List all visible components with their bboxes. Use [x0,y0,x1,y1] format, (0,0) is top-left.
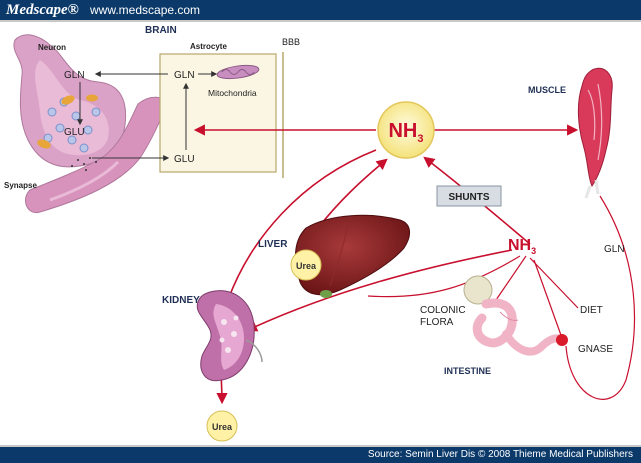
footer-bar: Source: Semin Liver Dis © 2008 Thieme Me… [0,447,641,463]
muscle-label: MUSCLE [528,85,566,95]
muscle-gln-loop [565,195,636,400]
colonic-label-line2: FLORA [420,317,454,328]
gnase-to-nh3-line [533,259,563,339]
mitochondria-label: Mitochondria [208,88,257,98]
medscape-logo[interactable]: Medscape® [6,2,79,18]
header-bar: Medscape® www.medscape.com [0,0,641,20]
nh3-gut-label: NH3 [508,237,536,256]
brain-label: BRAIN [145,25,177,36]
gut-to-liver-line-2 [367,255,521,298]
diet-to-nh3-line [529,257,579,309]
shunts-label: SHUNTS [448,192,489,203]
colonic-to-nh3-line [495,255,527,301]
header-divider [0,20,641,22]
source-credit: Source: Semin Liver Dis © 2008 Thieme Me… [367,449,633,460]
kidney-illustration [196,290,263,382]
site-url[interactable]: www.medscape.com [90,3,201,17]
neuron-glu-label: GLU [64,127,85,138]
neuron-label: Neuron [38,43,66,52]
nh3-central-circle [377,101,435,159]
synapse-label: Synapse [4,181,37,190]
astrocyte-glu-label: GLU [174,154,195,165]
diet-label: DIET [580,305,603,316]
liver-label: LIVER [258,239,288,250]
urea-liver-circle [290,249,322,281]
urea-kidney-label: Urea [212,422,233,432]
intestine-illustration [463,275,566,356]
gnase-marker [556,334,568,346]
ammonia-metabolism-diagram: BRAIN Neuron Astrocyte BBB GLN GLU GLN G… [4,25,636,442]
urea-kidney-circle [206,410,238,442]
colonic-label-line1: COLONIC [420,305,466,316]
urea-liver-label: Urea [296,261,317,271]
astrocyte-label: Astrocyte [190,42,227,51]
neuron-gln-label: GLN [64,70,85,81]
liver-illustration [295,214,410,298]
gln-side-label: GLN [604,244,625,255]
nh3-central-label: NH3 [388,120,423,145]
astrocyte-gln-label: GLN [174,70,195,81]
gut-to-liver-arrow [245,249,513,332]
bbb-label: BBB [282,37,300,47]
kidney-label: KIDNEY [162,295,200,306]
footer-divider [0,445,641,447]
intestine-label: INTESTINE [444,366,491,376]
mitochondria-illustration [216,64,260,80]
shunts-box [436,185,502,207]
neuron-illustration [13,34,169,214]
muscle-illustration [577,67,613,199]
gnase-label: GNASE [578,344,613,355]
